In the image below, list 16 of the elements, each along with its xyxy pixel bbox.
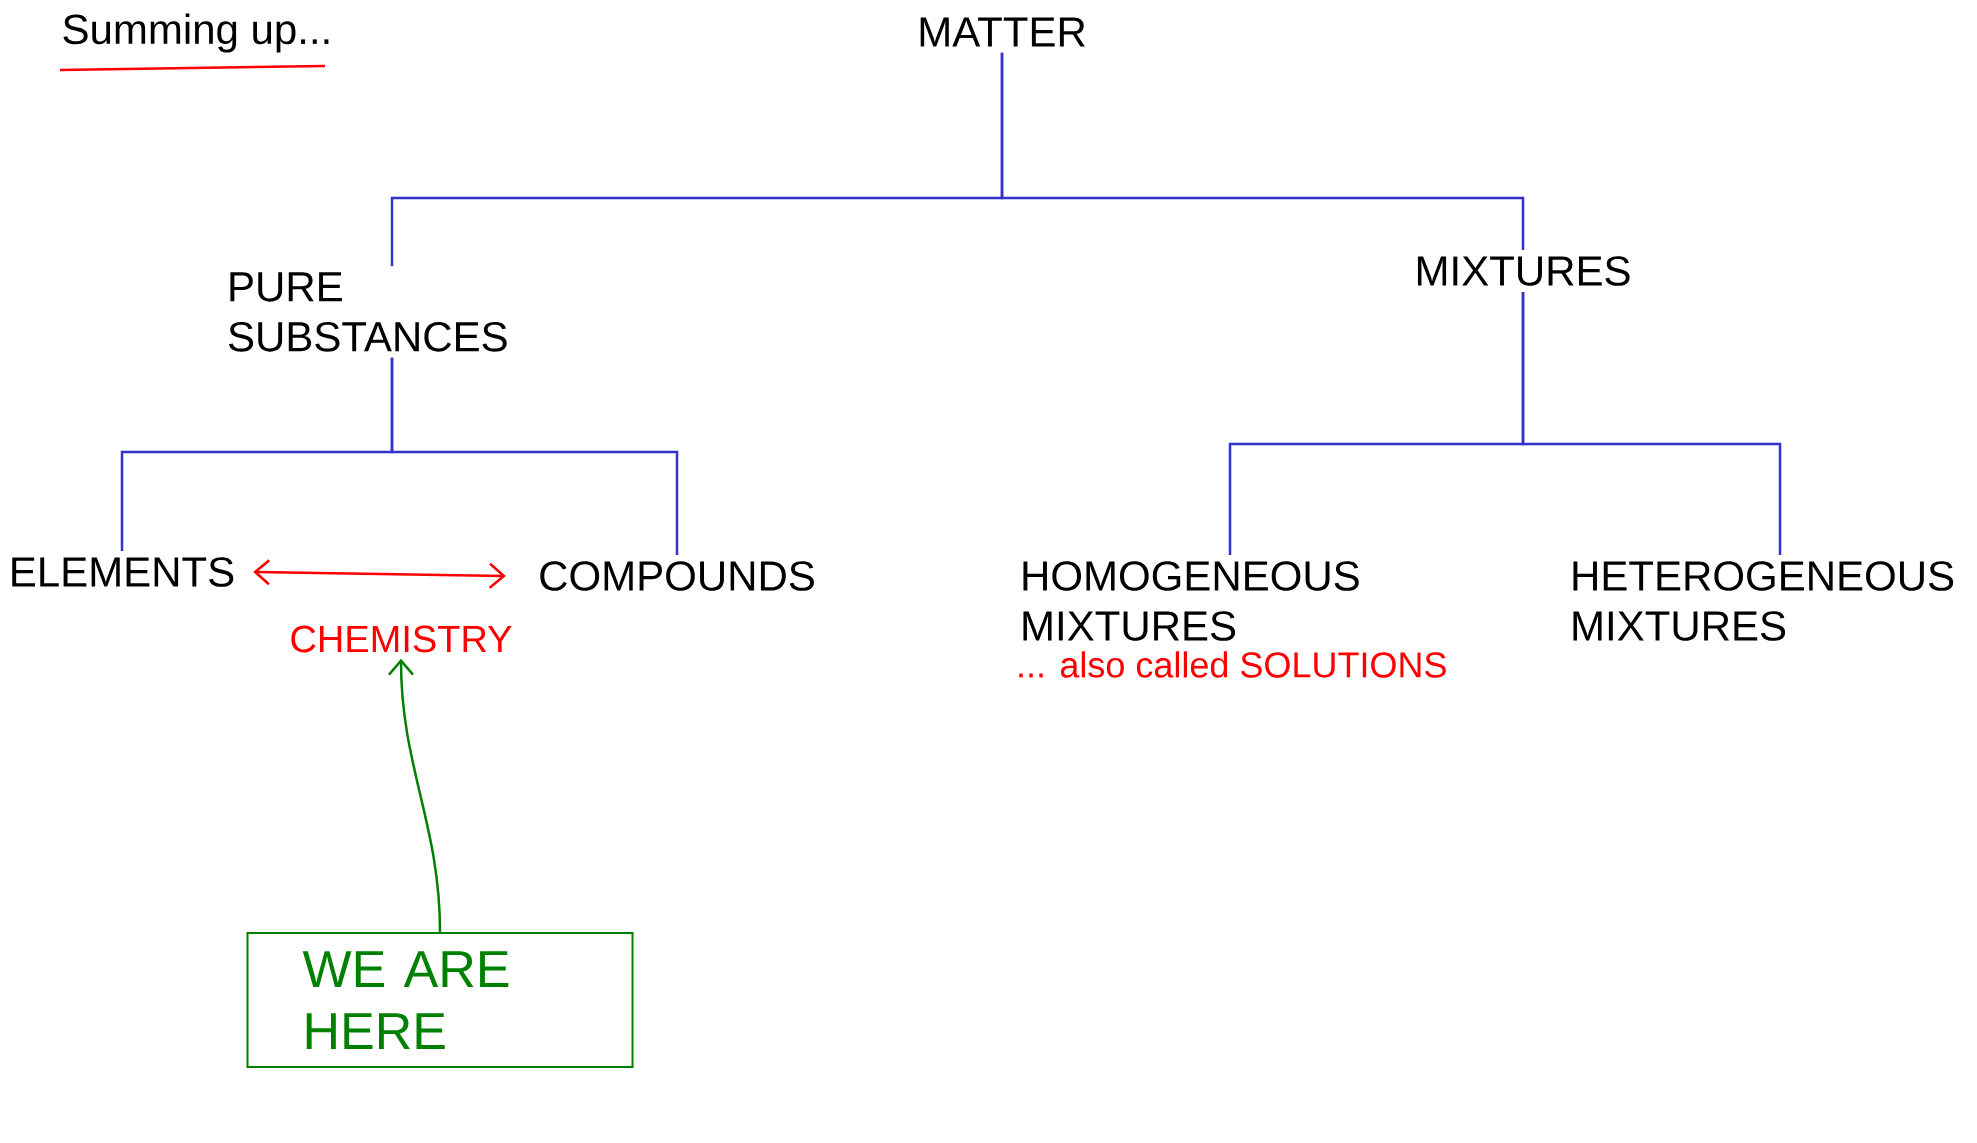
arrow <box>388 658 442 933</box>
label-text: COMPOUNDS <box>540 561 814 591</box>
label-text: PURE SUBSTANCES <box>228 272 507 352</box>
label-text: MATTER <box>920 17 1085 47</box>
label-text: HOMOGENEOUS MIXTURES <box>1023 561 1359 641</box>
bracket-line <box>1000 52 1525 250</box>
bracket-line <box>1521 292 1782 555</box>
label-text: HETEROGENEOUS MIXTURES <box>1573 561 1954 641</box>
double-arrow <box>253 559 506 589</box>
note-text: ... also called SOLUTIONS <box>1019 651 1446 678</box>
title: Summing up... <box>63 13 329 53</box>
label-text: MIXTURES <box>1417 256 1630 286</box>
label-text: ELEMENTS <box>12 557 234 587</box>
callout-box: WE ARE HERE <box>246 932 634 1068</box>
label-text: CHEMISTRY <box>291 625 512 653</box>
bracket-line <box>390 357 679 555</box>
